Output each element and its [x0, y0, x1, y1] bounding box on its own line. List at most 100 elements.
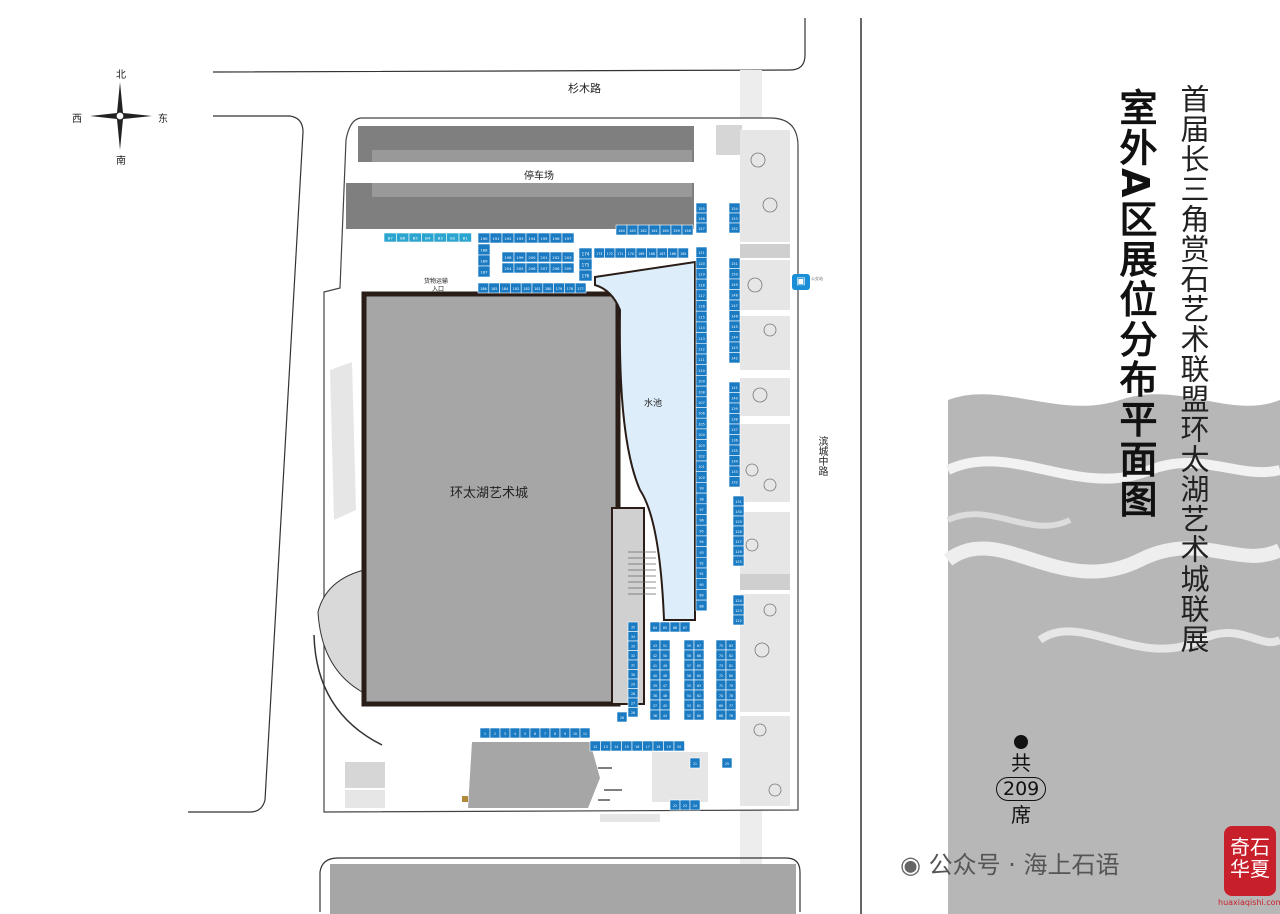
booth-label: B6: [400, 235, 406, 240]
booth-label: 154: [731, 207, 738, 211]
bus-stop-label: 公交站: [811, 276, 823, 281]
booth-label: 201: [540, 256, 548, 260]
booth-label: 200: [528, 256, 536, 260]
booth-label: 27: [631, 702, 635, 706]
booth-label: 179: [556, 287, 562, 291]
booth-label: 127: [735, 540, 742, 544]
seal-top-text: 奇石: [1230, 835, 1270, 859]
booth-label: 153: [731, 217, 738, 221]
booth-label: 114: [698, 326, 705, 330]
booth-B1: [458, 232, 472, 243]
booth-label: 20: [677, 745, 681, 749]
booth-label: 66: [697, 654, 701, 658]
booth-label: 131: [735, 500, 742, 504]
booth-label: 188: [480, 248, 488, 252]
booth-label: 149: [731, 283, 738, 287]
booth-label: 196: [552, 237, 560, 241]
booth-label: 129: [735, 520, 742, 524]
pool-label: 水池: [644, 399, 663, 409]
booth-label: 88: [699, 604, 703, 608]
booth-label: B5: [413, 235, 419, 240]
booth-label: 74: [719, 654, 723, 658]
booth-label: 134: [731, 460, 738, 464]
booth-label: 10: [573, 732, 577, 736]
compass-west-label: 西: [72, 114, 82, 125]
booth-label: 147: [731, 304, 738, 308]
booth-label: 202: [552, 256, 560, 260]
booth-label: 106: [698, 412, 705, 416]
compass-east-label: 东: [158, 114, 168, 125]
booth-label: 133: [731, 470, 738, 474]
booth-label: 146: [731, 315, 738, 319]
booth-label: 32: [631, 654, 635, 658]
booth-label: 192: [504, 237, 512, 241]
booth-label: 61: [697, 704, 701, 708]
booth-label: 57: [687, 664, 691, 668]
booth-label: 144: [731, 336, 738, 340]
booth-label: 184: [502, 287, 508, 291]
booth-label: 143: [731, 346, 738, 350]
compass-icon: [90, 82, 152, 150]
booth-label: 19: [667, 745, 671, 749]
booth-label: 86: [673, 626, 677, 630]
booth-label: 206: [528, 267, 536, 271]
booth-label: 76: [729, 714, 733, 718]
booth-label: 45: [663, 704, 667, 708]
booth-label: B7: [388, 235, 394, 240]
booth-label: 171: [617, 252, 623, 256]
booth-label: 75: [719, 644, 723, 648]
booth-label: 54: [687, 694, 691, 698]
road-top-label: 杉木路: [568, 82, 601, 95]
booth-label: 164: [618, 229, 625, 233]
pool: [594, 260, 696, 621]
booth-label: 142: [731, 357, 738, 361]
seal-url: huaxiaqishi.com: [1218, 898, 1280, 907]
booth-label: 102: [698, 454, 705, 458]
booth-label: 90: [699, 583, 703, 587]
booth-label: 95: [699, 529, 703, 533]
parking-label: 停车场: [524, 171, 554, 182]
booth-label: 173: [596, 252, 602, 256]
booth-label: 157: [698, 227, 705, 231]
booth-label: 185: [491, 287, 497, 291]
booth-label: 191: [492, 237, 500, 241]
booth-label: 156: [698, 217, 705, 221]
booth-label: 113: [698, 337, 705, 341]
booth-label: 64: [697, 674, 701, 678]
booth-label: 107: [698, 401, 705, 405]
booth-label: 115: [698, 315, 705, 319]
booth-label: 169: [638, 252, 644, 256]
booth-88: [695, 599, 708, 612]
booth-label: 55: [687, 684, 691, 688]
booth-label: 186: [480, 287, 486, 291]
booth-label: 158: [684, 229, 691, 233]
booth-176: [578, 269, 593, 282]
bullet-icon: [1014, 735, 1028, 749]
booth-122: [732, 614, 745, 626]
booth-21: [689, 757, 701, 769]
booth-label: B3: [438, 235, 444, 240]
booth-label: 187: [480, 270, 488, 274]
booth-label: 70: [719, 694, 723, 698]
booth-label: 172: [607, 252, 613, 256]
booth-label: 25: [725, 762, 729, 766]
booth-label: 110: [698, 369, 705, 373]
main-building: [361, 291, 621, 707]
booth-label: 26: [631, 711, 635, 715]
booth-label: 162: [640, 229, 647, 233]
booth-label: 180: [545, 287, 551, 291]
booth-label: 167: [659, 252, 665, 256]
booth-label: 17: [646, 745, 650, 749]
booth-label: 23: [683, 804, 687, 808]
booth-label: 138: [731, 418, 738, 422]
booth-label: 197: [564, 237, 572, 241]
booth-label: 203: [564, 256, 572, 260]
booth-label: 183: [513, 287, 519, 291]
booth-label: 165: [680, 252, 686, 256]
booth-label: 124: [735, 599, 742, 603]
booth-157: [695, 222, 708, 234]
booth-label: 105: [698, 422, 705, 426]
booth-label: 209: [564, 267, 572, 271]
booth-label: 11: [583, 732, 587, 736]
